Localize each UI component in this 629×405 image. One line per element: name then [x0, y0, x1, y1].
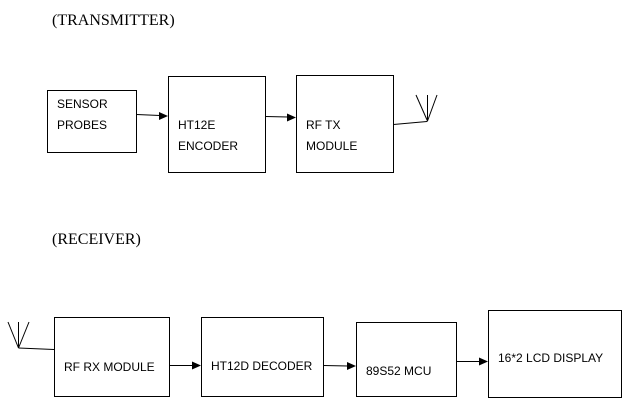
sensor-probes-block: SENSOR PROBES	[47, 90, 137, 153]
rf-rx-module-label: RF RX MODULE	[64, 360, 155, 374]
arrow-mcu-to-lcd	[456, 357, 488, 366]
transmitter-title: (TRANSMITTER)	[52, 12, 175, 29]
arrow-encoder-to-rftx	[265, 113, 296, 122]
sensor-probes-label-line1: SENSOR	[57, 97, 108, 111]
rf-rx-module-block: RF RX MODULE	[54, 317, 170, 397]
ht12d-decoder-block: HT12D DECODER	[201, 317, 324, 397]
ht12e-encoder-label-line1: HT12E	[178, 118, 215, 132]
lcd-display-label: 16*2 LCD DISPLAY	[498, 351, 603, 365]
lcd-display-block: 16*2 LCD DISPLAY	[488, 310, 622, 398]
ht12e-encoder-label-line2: ENCODER	[178, 139, 238, 153]
ht12d-decoder-label: HT12D DECODER	[211, 359, 313, 373]
arrow-rfrx-to-decoder	[169, 361, 201, 370]
mcu-box	[356, 322, 457, 397]
rf-tx-module-label-line1: RF TX	[306, 118, 340, 132]
ht12d-decoder-box	[201, 317, 324, 397]
sensor-probes-label-line2: PROBES	[57, 118, 107, 132]
arrow-sensor-to-encoder	[136, 112, 168, 120]
rf-tx-module-label-line2: MODULE	[306, 139, 357, 153]
ht12e-encoder-box	[168, 76, 266, 173]
ht12e-encoder-block: HT12E ENCODER	[168, 76, 266, 173]
mcu-label: 89S52 MCU	[366, 364, 431, 378]
rx-antenna-icon	[7, 321, 55, 350]
rf-rx-module-box	[54, 317, 170, 397]
arrow-decoder-to-mcu	[323, 362, 356, 370]
receiver-title: (RECEIVER)	[52, 231, 141, 248]
mcu-block: 89S52 MCU	[356, 322, 457, 397]
rf-tx-module-box	[296, 75, 394, 173]
rf-tx-module-block: RF TX MODULE	[296, 75, 394, 173]
lcd-display-box	[488, 310, 622, 398]
sensor-probes-box	[47, 90, 137, 153]
tx-antenna-icon	[393, 94, 438, 125]
